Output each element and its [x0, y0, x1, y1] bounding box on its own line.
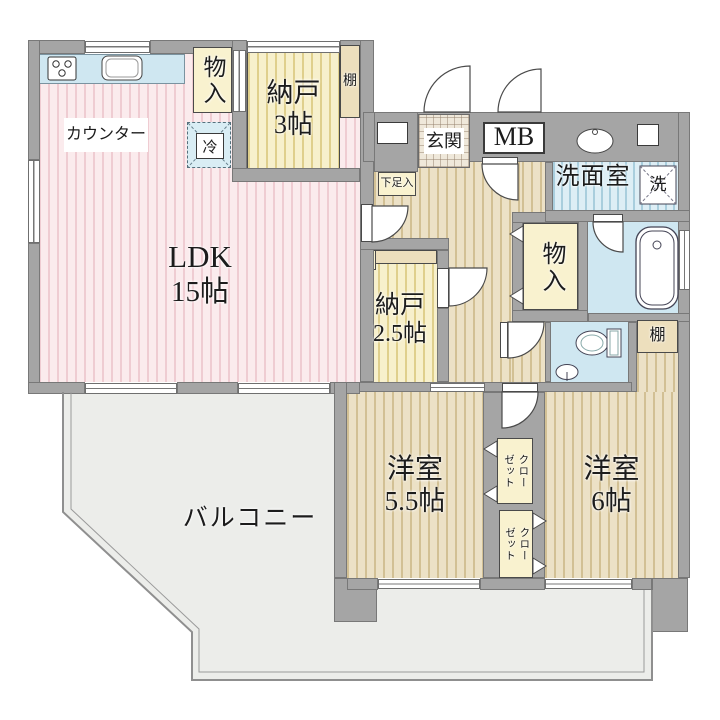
wall — [437, 308, 449, 382]
wall — [28, 382, 85, 394]
bathroom-door-leaf — [593, 214, 623, 222]
wall — [232, 168, 360, 182]
wall — [28, 243, 40, 394]
wall — [545, 322, 551, 382]
kitchen-window — [85, 41, 150, 53]
kitchen-counter — [39, 54, 185, 84]
wall — [177, 382, 238, 394]
wall — [480, 578, 545, 590]
wall — [28, 40, 40, 160]
hallway-passage — [522, 162, 545, 212]
west6-label: 洋室 6帖 — [545, 400, 678, 570]
wall — [512, 310, 588, 322]
shelf-right-label: 棚 — [649, 327, 666, 344]
wall — [652, 578, 688, 632]
corridor-window-box-2 — [637, 124, 659, 146]
meter-box — [483, 122, 545, 154]
washroom-label: 洗面室 — [555, 164, 631, 190]
bedroom1-window — [378, 579, 480, 589]
balcony-label: バルコニー — [182, 505, 318, 532]
shelf-top-label: 棚 — [343, 74, 357, 89]
toilet-door-leaf — [500, 322, 508, 358]
room6-door-leaf — [502, 383, 538, 392]
bath-window — [679, 230, 690, 290]
shoe-cabinet-label: 下足入 — [380, 177, 414, 189]
counter-label: カウンター — [64, 118, 148, 152]
storeroom25-label: 納戸 2.5帖 — [360, 262, 440, 377]
storeroom3-sliding-door — [233, 50, 246, 112]
entrance-label: 玄関 — [424, 128, 464, 154]
ldk-side-window — [28, 160, 40, 243]
storeroom3-name: 納戸 — [266, 77, 321, 108]
washroom-door-leaf — [482, 157, 518, 165]
wall — [628, 322, 637, 392]
wall — [512, 217, 523, 322]
storeroom25-size: 2.5帖 — [373, 321, 427, 348]
closet-2-col2: ゼット — [504, 526, 515, 562]
wall — [347, 578, 378, 590]
west55-label: 洋室 5.5帖 — [347, 400, 483, 570]
ldk-name: LDK — [168, 238, 232, 274]
shelf-top-box — [340, 45, 360, 118]
wall — [360, 238, 449, 250]
storage-top-box — [193, 47, 232, 113]
meter-box-label: MB — [493, 122, 535, 151]
balcony-sliding-door-1 — [85, 383, 177, 394]
storeroom-3 — [247, 42, 340, 176]
west55-name: 洋室 — [386, 453, 443, 485]
bedroom2-window — [545, 579, 632, 589]
ldk-size: 15帖 — [170, 276, 229, 309]
entrance-door-arc — [423, 65, 471, 113]
washer-label: 洗 — [649, 175, 667, 194]
shelf-right-box — [637, 320, 678, 353]
storage-top-label: 物入 — [200, 55, 225, 107]
balcony-sliding-door-2 — [238, 383, 330, 394]
toilet-room — [551, 322, 628, 382]
storeroom3-size: 3帖 — [273, 109, 313, 139]
storage-mid-label: 物入 — [538, 241, 564, 295]
west6-size: 6帖 — [591, 485, 632, 516]
refrigerator-label: 冷 — [196, 133, 224, 159]
western-room-6-upper — [637, 353, 678, 392]
storeroom25-name: 納戸 — [374, 291, 425, 319]
west6-name: 洋室 — [583, 453, 640, 485]
storeroom3-label: 納戸 3帖 — [247, 42, 340, 176]
corridor-window-box — [377, 122, 408, 144]
meter-box-door-arc — [497, 68, 542, 113]
bathroom — [588, 222, 678, 313]
storage-mid-box — [523, 223, 578, 310]
wall — [678, 112, 690, 578]
shoe-cabinet-box — [378, 172, 416, 196]
closet-2-label: クロー ゼット — [499, 510, 533, 578]
storeroom-window — [247, 41, 340, 53]
room55-sliding-door — [430, 383, 485, 392]
wall — [632, 578, 652, 590]
wall — [578, 217, 588, 322]
west55-size: 5.5帖 — [384, 485, 446, 516]
closet-2-col1: クロー — [518, 526, 530, 562]
closet-1-col2: ゼット — [503, 453, 514, 489]
wall — [334, 382, 347, 578]
ldk-door-leaf — [361, 204, 373, 242]
ldk-label: LDK 15帖 — [110, 232, 290, 316]
closet-1-col1: クロー — [517, 453, 529, 489]
closet-1-label: クロー ゼット — [497, 438, 533, 504]
